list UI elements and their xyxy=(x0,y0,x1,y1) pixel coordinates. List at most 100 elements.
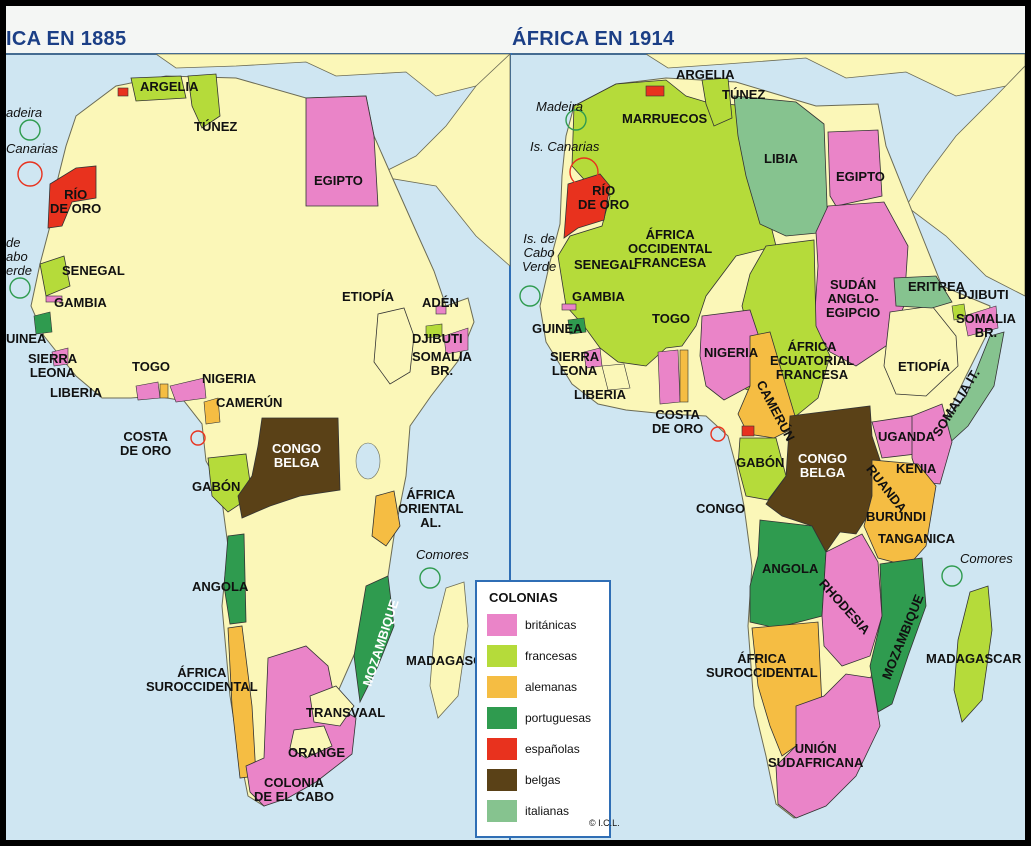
egypt-1885 xyxy=(305,95,379,207)
label-1914-canarias: Is. Canarias xyxy=(530,139,600,154)
legend-swatch xyxy=(487,738,517,760)
label-1885-tunez: TÚNEZ xyxy=(194,119,238,134)
nigeria-1885 xyxy=(169,377,207,403)
orange-1885 xyxy=(289,725,333,759)
legend-item: españolas xyxy=(487,738,580,760)
djibuti-1885 xyxy=(425,323,443,339)
label-1914-argelia: ARGELIA xyxy=(676,67,735,82)
label-1914-kenia: KENIA xyxy=(896,461,937,476)
gold-coast-1914 xyxy=(657,349,681,405)
legend-item: italianas xyxy=(487,800,569,822)
ethiopia-1885 xyxy=(373,307,415,385)
fernando-poo-circle-1885 xyxy=(190,430,206,446)
map-title-1885: ICA EN 1885 xyxy=(6,28,127,50)
label-1914-egipto: EGIPTO xyxy=(836,169,885,184)
label-1914-sierra-leona: SIERRA LEONA xyxy=(550,349,600,378)
madeira-circle-1914 xyxy=(565,109,587,131)
kenya-1914 xyxy=(911,403,953,485)
label-1885-cabo-verde: de abo erde xyxy=(6,235,33,278)
legend-swatch xyxy=(487,645,517,667)
legend-swatch xyxy=(487,707,517,729)
label-1885-africa-suroccidental: ÁFRICA SUROCCIDENTAL xyxy=(146,665,258,694)
label-1914-congo: CONGO xyxy=(696,501,746,516)
spanish-morocco-1914 xyxy=(645,85,665,97)
legend-label: españolas xyxy=(525,742,580,756)
label-1885-canarias: Canarias xyxy=(6,141,59,156)
union-sa-1914 xyxy=(775,673,881,819)
label-1914-liberia: LIBERIA xyxy=(574,387,626,402)
sudan-1914 xyxy=(813,201,909,367)
label-1885-gabon: GABÓN xyxy=(192,479,241,494)
europe-1914 xyxy=(512,53,1025,97)
label-1914-madeira: Madeira xyxy=(536,99,583,114)
rio-de-oro-1914 xyxy=(563,173,611,239)
label-1885-togo: TOGO xyxy=(132,359,171,374)
madeira-circle-1885 xyxy=(19,119,41,141)
label-1914-libia: LIBIA xyxy=(764,151,798,166)
libya-1914 xyxy=(733,95,829,237)
legend-item: alemanas xyxy=(487,676,577,698)
somalia-br-1914 xyxy=(963,305,999,337)
label-1885-camerun: CAMERÚN xyxy=(216,395,283,410)
legend-item: portuguesas xyxy=(487,707,591,729)
angola-1885 xyxy=(223,533,247,625)
canarias-circle-1914 xyxy=(569,157,599,187)
label-1914-rio-de-oro: RÍO DE ORO xyxy=(578,183,630,212)
label-1914-cabo-verde: Is. de Cabo Verde xyxy=(522,231,557,274)
legend-swatch xyxy=(487,800,517,822)
transvaal-1885 xyxy=(309,685,355,727)
cape-colony-1885 xyxy=(245,645,357,807)
gabon-1914 xyxy=(737,437,787,501)
label-1914-togo: TOGO xyxy=(652,311,691,326)
gambia-1885 xyxy=(45,295,63,303)
map-title-1914: ÁFRICA EN 1914 xyxy=(512,28,675,50)
guinea-1885 xyxy=(33,311,53,335)
map-1885 xyxy=(6,53,511,807)
map-frame: ICA EN 1885 ÁFRICA EN 1914 adeira Canari… xyxy=(6,6,1025,840)
mozambique-1885 xyxy=(353,575,395,704)
label-1885-angola: ANGOLA xyxy=(192,579,249,594)
label-1885-africa-oriental: ÁFRICA ORIENTAL AL. xyxy=(398,487,464,530)
liberia-1914 xyxy=(601,363,631,391)
legend-item: británicas xyxy=(487,614,576,636)
rhodesia-1914 xyxy=(821,533,883,667)
label-1914-costa-de-oro: COSTA DE ORO xyxy=(652,407,704,436)
label-1914-guinea: GUINEA xyxy=(532,321,583,336)
label-1885-egipto: EGIPTO xyxy=(314,173,363,188)
comores-circle-1914 xyxy=(941,565,963,587)
label-1914-angola: ANGOLA xyxy=(762,561,819,576)
label-1885-colonia-del-cabo: COLONIA DE EL CABO xyxy=(254,775,334,804)
nigeria-1914 xyxy=(699,309,763,401)
canarias-circle-1885 xyxy=(17,161,43,187)
map-1914 xyxy=(512,53,1025,819)
label-1885-senegal: SENEGAL xyxy=(62,263,125,278)
label-1914-africa-suroccidental: ÁFRICA SUROCCIDENTAL xyxy=(706,651,818,680)
egypt-1914 xyxy=(827,129,883,207)
gambia-1914 xyxy=(561,303,577,311)
rio-muni-1914 xyxy=(741,425,755,437)
label-1914-gabon: GABÓN xyxy=(736,455,785,470)
ethiopia-1914 xyxy=(883,305,959,397)
label-1885-somalia: SOMALIA BR. xyxy=(412,349,472,378)
fernando-poo-circle-1914 xyxy=(710,426,726,442)
label-1914-senegal: SENEGAL xyxy=(574,257,637,272)
label-1885-gambia: GAMBIA xyxy=(54,295,107,310)
label-1885-argelia: ARGELIA xyxy=(140,79,199,94)
label-1914-marruecos: MARRUECOS xyxy=(622,111,708,126)
comores-circle-1885 xyxy=(419,567,441,589)
somalia-it-1914 xyxy=(939,331,1005,447)
label-1885-orange: ORANGE xyxy=(288,745,346,760)
aden-1885 xyxy=(435,305,447,315)
cabo-verde-circle-1914 xyxy=(519,285,541,307)
arabia-1885 xyxy=(374,53,511,267)
rio-de-oro-1885 xyxy=(47,165,97,229)
eritrea-1914 xyxy=(893,275,953,309)
label-1885-rio-de-oro: RÍO DE ORO xyxy=(50,187,102,216)
guinea-bissau-1914 xyxy=(567,317,587,335)
label-1885-liberia: LIBERIA xyxy=(50,385,102,400)
copyright: © I.C.L. xyxy=(589,818,620,828)
label-1914-gambia: GAMBIA xyxy=(572,289,625,304)
legend-label: británicas xyxy=(525,618,577,632)
label-1914-aef: ÁFRICA ECUATORIAL FRANCESA xyxy=(770,339,855,382)
